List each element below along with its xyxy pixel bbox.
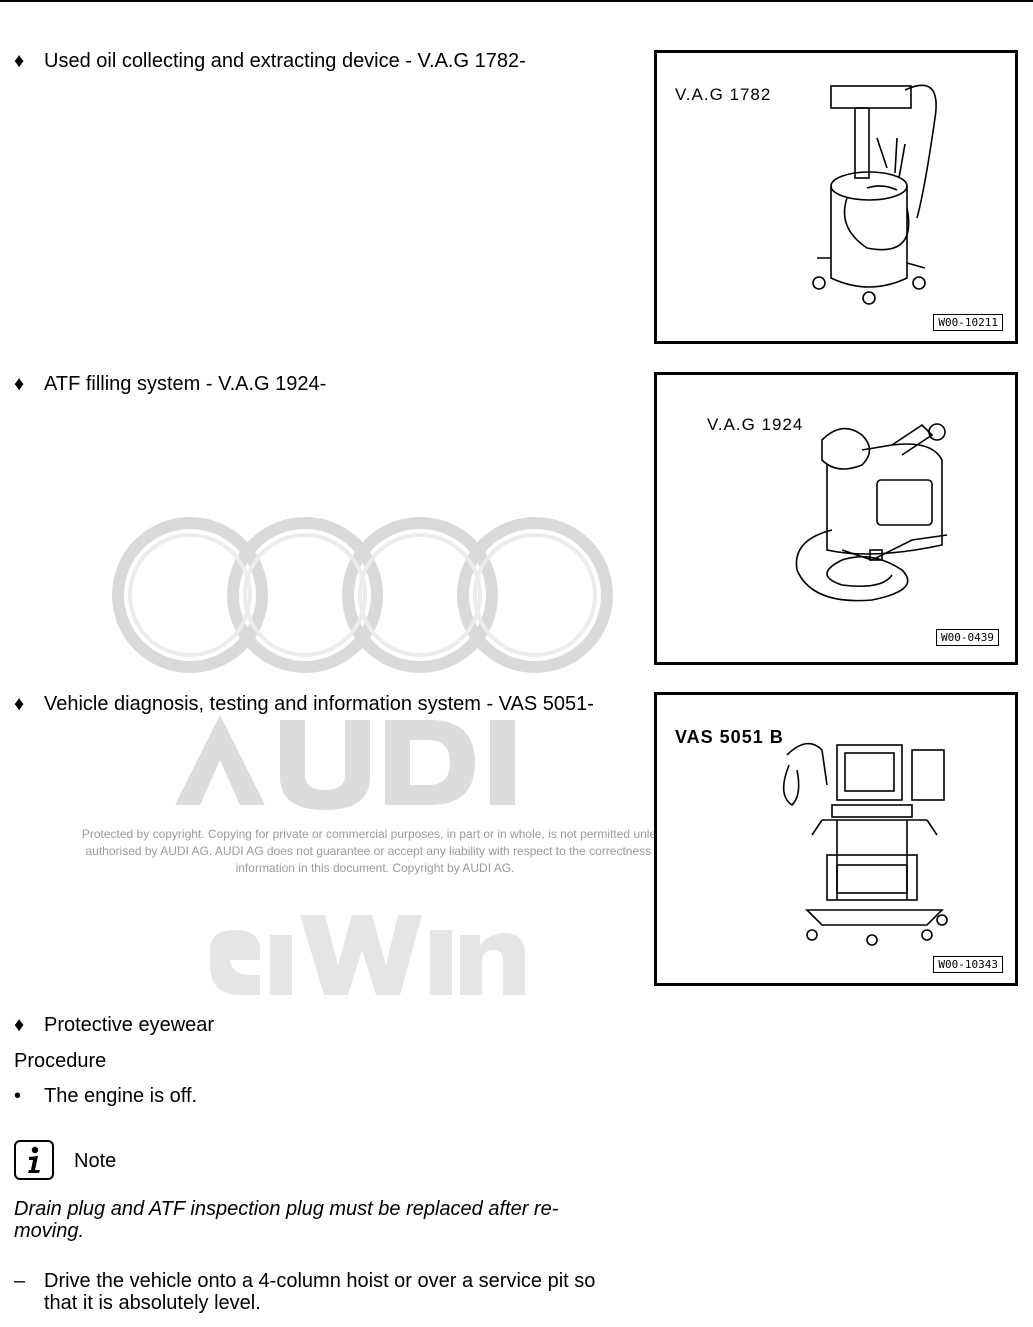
procedure-heading: Procedure (14, 1050, 107, 1072)
list-item-text: Protective eyewear (44, 1014, 215, 1036)
figure-vag-1924: V.A.G 1924 W00-0439 (654, 372, 1018, 665)
atf-filling-illustration (795, 423, 948, 602)
list-item-eyewear: ♦ Protective eyewear (14, 1014, 214, 1036)
diagnosis-trolley-illustration (782, 742, 948, 946)
list-item-oil-device: ♦ Used oil collecting and extracting devi… (14, 50, 526, 72)
figure-label: VAS 5051 B (675, 727, 784, 747)
bullet-marker: ♦ (14, 693, 25, 715)
list-item-diagnosis-system: ♦ Vehicle diagnosis, testing and informat… (14, 693, 594, 715)
bullet-marker: ♦ (14, 1014, 25, 1036)
bullet-marker: ♦ (14, 373, 25, 395)
condition-marker: • (14, 1085, 22, 1107)
list-item-text: Used oil collecting and extracting devic… (44, 50, 526, 72)
list-item-atf-filling: ♦ ATF filling system - V.A.G 1924- (14, 373, 326, 395)
info-icon (14, 1140, 54, 1180)
figure-vag-1782: V.A.G 1782 W00-10211 (654, 50, 1018, 344)
note-text: Drain plug and ATF inspection plug must … (14, 1198, 559, 1242)
figure-label: V.A.G 1924 (707, 415, 804, 434)
top-rule (0, 0, 1033, 2)
figure-label: V.A.G 1782 (675, 85, 772, 104)
audi-watermark-logo (112, 517, 613, 995)
figure-code: W00-10211 (933, 314, 1003, 331)
note-label: Note (74, 1150, 117, 1172)
list-item-text: ATF filling system - V.A.G 1924- (44, 373, 327, 395)
list-item-text: Vehicle diagnosis, testing and informati… (44, 693, 594, 715)
procedure-condition: • The engine is off. (14, 1085, 197, 1107)
figure-code: W00-10343 (933, 956, 1003, 973)
step-marker: – (14, 1270, 26, 1292)
bullet-marker: ♦ (14, 50, 25, 72)
figure-code: W00-0439 (936, 629, 999, 646)
copyright-watermark: Protected by copyright. Copying for priv… (81, 827, 669, 875)
figure-vas-5051-b: VAS 5051 B W00-10343 (654, 692, 1018, 986)
oil-extractor-illustration (812, 84, 937, 305)
step-text: Drive the vehicle onto a 4-column hoist … (44, 1270, 596, 1314)
condition-text: The engine is off. (44, 1085, 198, 1107)
